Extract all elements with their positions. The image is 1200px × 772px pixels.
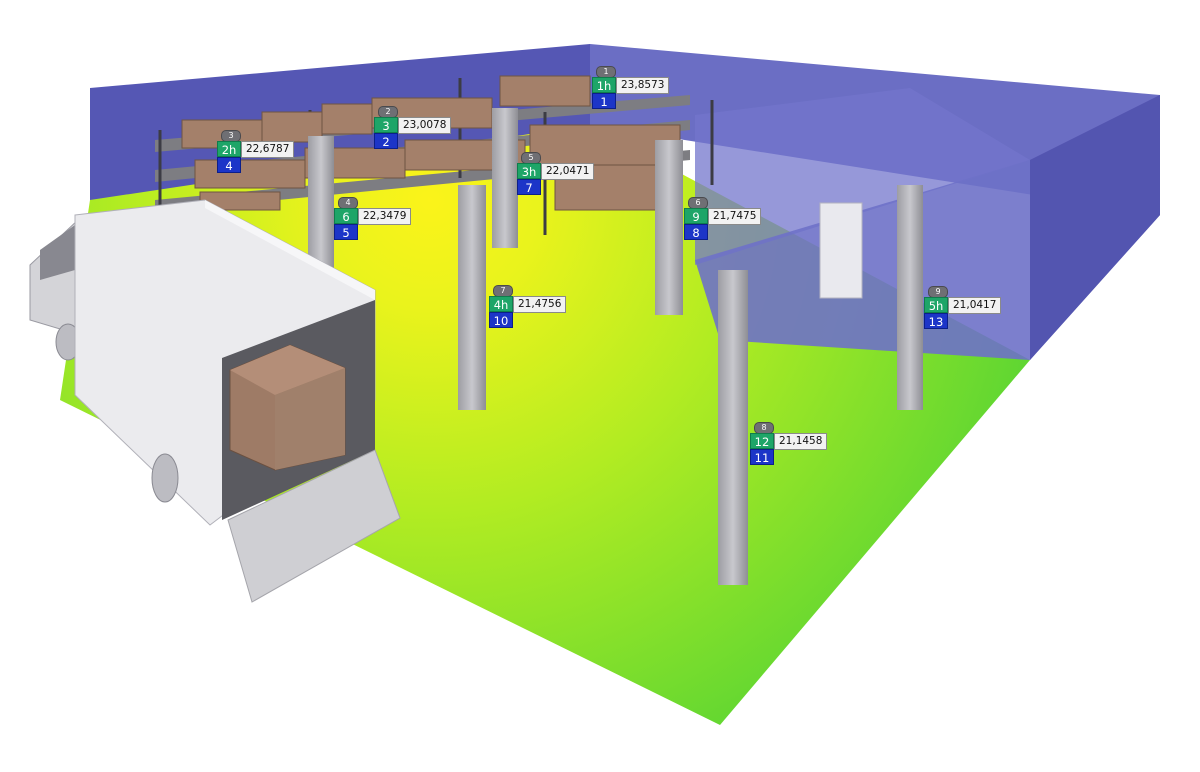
sensor-id-badge: 3 (221, 130, 241, 142)
sensor-value: 22,6787 (241, 141, 295, 158)
sensor-number-badge: 11 (750, 449, 774, 465)
sensor-code-badge: 4h (489, 296, 513, 312)
sensor-value: 22,0471 (541, 163, 595, 180)
sensor-value: 23,0078 (398, 117, 452, 134)
delivery-truck (29, 199, 401, 603)
right-wall (1030, 95, 1160, 360)
sensor-number-badge: 7 (517, 179, 541, 195)
sensor-code-badge: 9 (684, 208, 708, 224)
sensor-id-badge: 7 (493, 285, 513, 297)
sensor-code-badge: 5h (924, 297, 948, 313)
sensor-number-badge: 13 (924, 313, 948, 329)
sensor-number-badge: 8 (684, 224, 708, 240)
sensor-number-badge: 1 (592, 93, 616, 109)
sensor-value: 21,0417 (948, 297, 1002, 314)
pillar-4 (655, 140, 683, 315)
door (819, 202, 863, 299)
sensor-value: 21,4756 (513, 296, 567, 313)
pillar-3 (458, 185, 486, 410)
sensor-code-badge: 12 (750, 433, 774, 449)
sensor-number-badge: 2 (374, 133, 398, 149)
sensor-code-badge: 6 (334, 208, 358, 224)
sensor-value: 21,7475 (708, 208, 762, 225)
pillar-2 (492, 108, 518, 248)
sensor-number-badge: 4 (217, 157, 241, 173)
sensor-value: 21,1458 (774, 433, 828, 450)
sensor-code-badge: 3h (517, 163, 541, 179)
sensor-number-badge: 10 (489, 312, 513, 328)
sensor-number-badge: 5 (334, 224, 358, 240)
sensor-code-badge: 3 (374, 117, 398, 133)
pillars (308, 108, 923, 585)
sensor-value: 23,8573 (616, 77, 670, 94)
partition-wall-top (695, 88, 1030, 265)
sensor-value: 22,3479 (358, 208, 412, 225)
pillar-6 (897, 185, 923, 410)
sensor-code-badge: 1h (592, 77, 616, 93)
pillar-5 (718, 270, 748, 585)
sensor-code-badge: 2h (217, 141, 241, 157)
